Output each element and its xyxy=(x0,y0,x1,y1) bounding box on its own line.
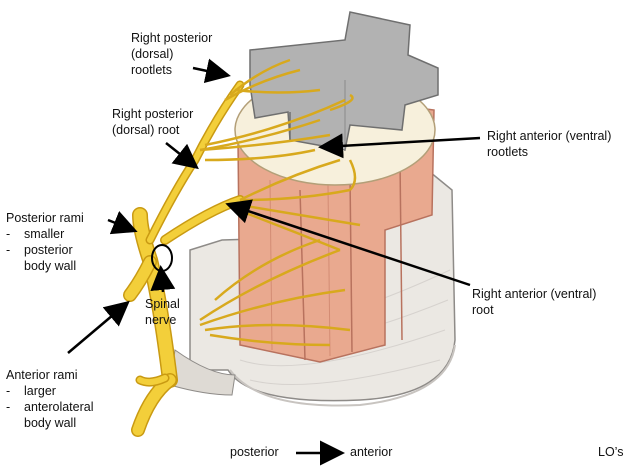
arrow-posterior-root xyxy=(165,142,199,170)
rootlets xyxy=(199,58,361,347)
label-anterior-rootlets: Right anterior (ventral) rootlets xyxy=(487,129,612,159)
orientation-to: anterior xyxy=(350,445,393,459)
posterior-rami-title: Posterior rami xyxy=(6,211,84,225)
anterior-rami-block: Anterior rami -larger -anterolateral bod… xyxy=(6,367,94,431)
label-anterior-root: Right anterior (ventral) root xyxy=(472,287,597,317)
arrow-anterior-root xyxy=(225,199,471,287)
posterior-rami-item: -smaller xyxy=(6,227,65,241)
vertebral-bone xyxy=(249,11,439,151)
arrow-spinal-nerve xyxy=(150,265,176,293)
anterior-rami-title: Anterior rami xyxy=(6,368,78,382)
anterior-rami-item: -larger xyxy=(6,384,56,398)
arrow-posterior-rami xyxy=(107,210,138,235)
label-posterior-root: Right posterior (dorsal) root xyxy=(112,107,194,137)
label-spinal-nerve: Spinal nerve xyxy=(145,297,180,327)
pointer-arrows xyxy=(67,58,481,466)
label-posterior-rootlets: Right posterior (dorsal) rootlets xyxy=(131,31,213,77)
posterior-rami-block: Posterior rami -smaller -posterior body … xyxy=(6,210,84,274)
arrow-anterior-rootlets xyxy=(318,133,481,159)
orientation-from: posterior xyxy=(230,445,279,459)
credit-label: LO’s xyxy=(598,445,624,459)
arrow-anterior-rami xyxy=(67,300,130,354)
anterior-rami-item: -anterolateral body wall xyxy=(6,400,94,430)
arrow-posterior-rootlets xyxy=(192,58,231,84)
posterior-rami-item: -posterior body wall xyxy=(6,243,77,273)
